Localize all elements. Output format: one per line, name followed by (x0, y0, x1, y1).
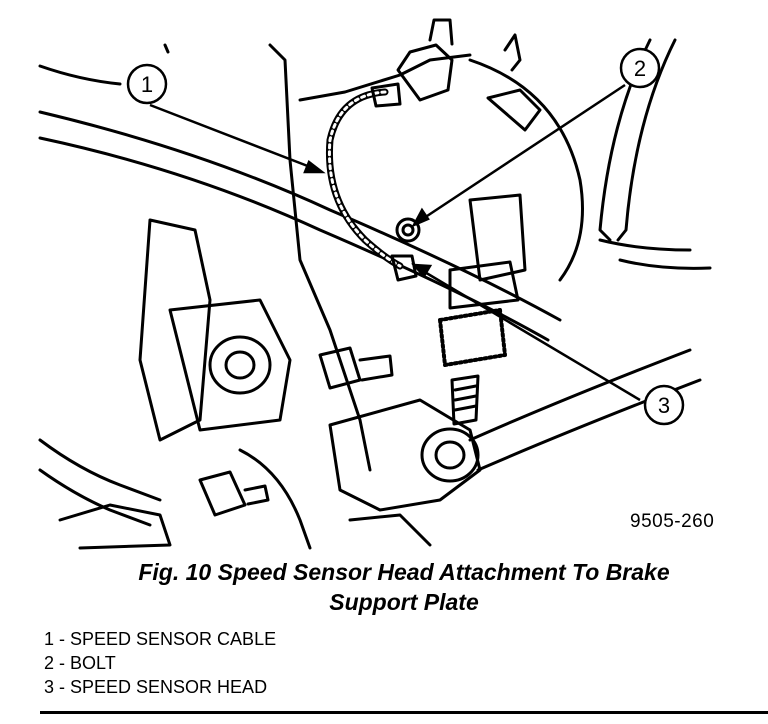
support-plate (268, 43, 372, 472)
cable-connector-end (390, 254, 418, 282)
legend-label: SPEED SENSOR HEAD (70, 677, 268, 697)
bolt (395, 217, 421, 243)
cable-connector (370, 82, 402, 108)
legend: 1 - SPEED SENSOR CABLE 2 - BOLT 3 - SPEE… (44, 627, 276, 699)
bushing-rod (468, 348, 692, 442)
bushing (420, 427, 480, 483)
left-bolt-stud (358, 354, 394, 382)
speed-sensor-stud (453, 384, 478, 412)
callout-3-label: 3 (658, 393, 670, 418)
top-fitting (486, 88, 542, 132)
callout-1-arrowhead (303, 160, 326, 174)
speed-sensor-stud (450, 374, 480, 426)
callout-2-leader (417, 83, 626, 224)
legend-number: 2 (44, 653, 55, 673)
speed-sensor-head-nut (448, 260, 520, 310)
bottom-rule (40, 711, 768, 714)
figure-caption: Fig. 10 Speed Sensor Head Attachment To … (40, 557, 768, 617)
lower-component (238, 448, 312, 550)
bolt-inner (401, 223, 415, 237)
speed-sensor-head-thread (438, 308, 507, 367)
legend-item: 2 - BOLT (44, 653, 116, 673)
callout-3-circle (643, 384, 685, 426)
callout-2-circle (619, 47, 661, 89)
bushing-inner (434, 440, 466, 470)
callout-2-arrowhead (411, 207, 430, 228)
legend-label: BOLT (70, 653, 116, 673)
diagram-illustration: 1 2 3 (38, 18, 712, 550)
speed-sensor-cable-inner (327, 90, 402, 268)
right-line-lower (598, 238, 692, 252)
edge-mark (38, 64, 122, 86)
callout-1-label: 1 (141, 72, 153, 97)
lower-component (348, 513, 432, 547)
left-bracket-plate (168, 298, 292, 432)
lower-left-stud (243, 484, 270, 506)
stabilizer-link (38, 468, 152, 527)
callout-1-circle (126, 63, 168, 105)
top-fitting (503, 33, 522, 72)
legend-item: 3 - SPEED SENSOR HEAD (44, 677, 268, 697)
legend-item: 1 - SPEED SENSOR CABLE (44, 629, 277, 649)
lower-left-nut (198, 470, 247, 517)
lower-left-component (58, 503, 172, 550)
edge-mark (163, 43, 170, 54)
callout-3-leader (417, 266, 641, 402)
right-brake-line (616, 38, 677, 242)
left-bracket (138, 218, 212, 442)
callout-2-label: 2 (634, 56, 646, 81)
caption-line-1: Fig. 10 Speed Sensor Head Attachment To … (138, 559, 670, 585)
left-bolt (318, 346, 362, 390)
lower-arm (328, 398, 482, 512)
figure-id: 9505-260 (630, 511, 715, 532)
speed-sensor-head (468, 193, 527, 282)
callout-1-leader (149, 103, 319, 172)
left-bushing (208, 335, 272, 395)
legend-number: 1 (44, 629, 55, 649)
callout-3-arrowhead (411, 263, 433, 279)
legend-label: SPEED SENSOR CABLE (70, 629, 277, 649)
right-line-lower (618, 258, 712, 270)
left-bushing-inner (224, 350, 256, 380)
brake-line-upper (38, 110, 562, 322)
legend-number: 3 (44, 677, 55, 697)
support-plate-edge (468, 58, 584, 282)
top-fitting (428, 18, 454, 46)
caption-line-2: Support Plate (329, 589, 479, 615)
brake-line-lower (38, 136, 550, 342)
stabilizer-link (38, 438, 162, 502)
top-fitting (396, 43, 454, 102)
